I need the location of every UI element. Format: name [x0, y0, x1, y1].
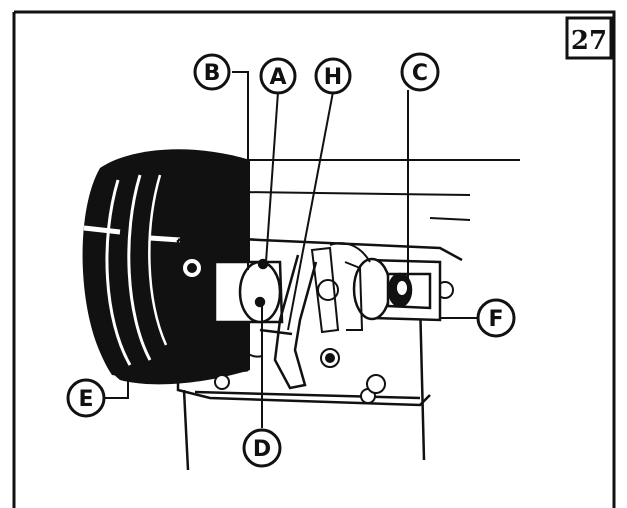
figure-number-box: 27 — [565, 16, 613, 60]
callout-h-label: H — [324, 65, 342, 90]
callout-d: D — [242, 428, 282, 468]
callout-f-label: F — [488, 307, 503, 332]
frame — [12, 10, 616, 508]
inner-mechanism — [238, 242, 371, 358]
housing-body — [176, 234, 463, 471]
callout-e-label: E — [78, 387, 93, 412]
callout-a: A — [259, 57, 297, 95]
callout-c: C — [400, 52, 440, 92]
figure-number: 27 — [571, 26, 607, 56]
housing-bolts — [181, 257, 454, 404]
callout-b: B — [193, 53, 231, 91]
callout-c-label: C — [412, 61, 428, 86]
callout-a-label: A — [269, 65, 286, 90]
shaft-bushing — [352, 257, 442, 322]
pulley-wheel — [82, 149, 250, 385]
callout-d-label: D — [253, 437, 271, 462]
callout-f: F — [476, 298, 516, 338]
callout-h: H — [314, 57, 352, 95]
collar — [213, 258, 284, 372]
link-arm — [259, 254, 318, 390]
leader-lines — [104, 71, 478, 428]
callout-b-label: B — [204, 61, 221, 86]
callout-e: E — [66, 378, 106, 418]
